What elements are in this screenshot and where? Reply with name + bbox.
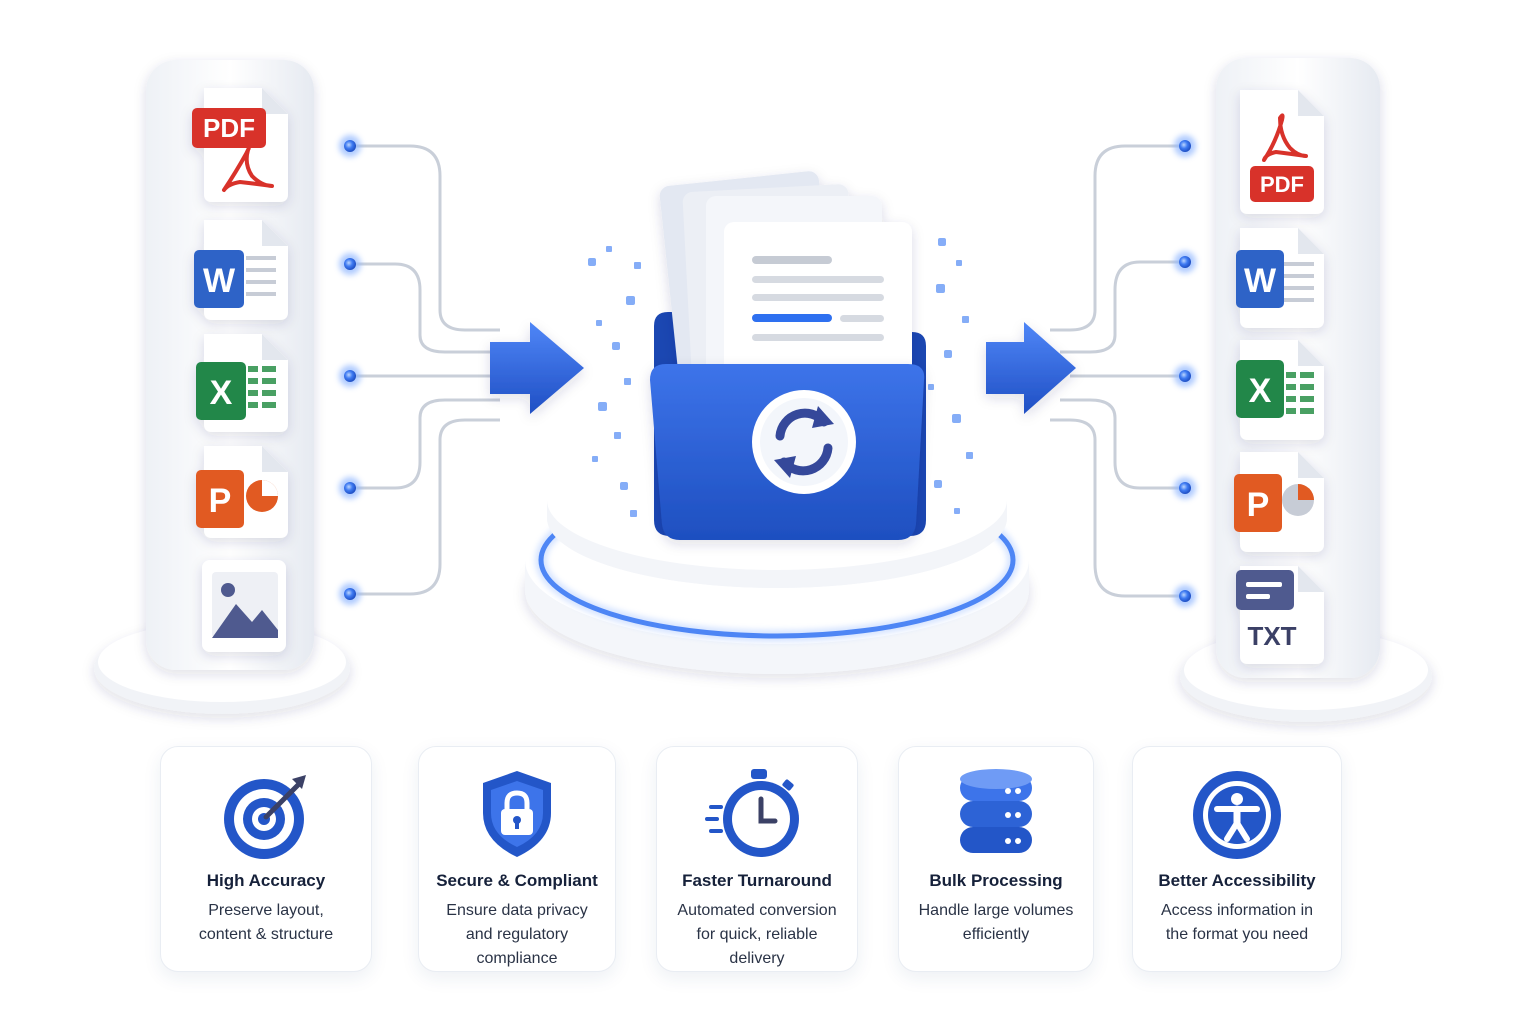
feature-description: Automated conversion for quick, reliable… (677, 902, 837, 967)
file-label: W (1244, 262, 1277, 300)
conversion-diagram: PDF W X P (94, 58, 1432, 722)
feature-description: Preserve layout, content & structure (198, 902, 334, 943)
file-label: PDF (1260, 172, 1304, 197)
file-label: X (210, 374, 233, 412)
connector-node (339, 477, 361, 499)
word-file-icon: W (1236, 228, 1324, 328)
word-file-icon: W (194, 220, 288, 320)
feature-card-high-accuracy: High Accuracy Preserve layout, content &… (160, 746, 372, 972)
file-label: TXT (1247, 621, 1296, 651)
file-label: X (1249, 372, 1272, 410)
sync-folder-icon (650, 171, 926, 540)
powerpoint-file-icon: P (196, 446, 288, 538)
database-icon (960, 769, 1032, 853)
file-label: W (203, 262, 236, 300)
input-format-list: PDF W X P (192, 88, 288, 652)
file-label: PDF (203, 113, 255, 143)
connector-node (339, 253, 361, 275)
connector-node (1174, 365, 1196, 387)
feature-description: Access information in the format you nee… (1160, 902, 1314, 943)
image-file-icon (202, 560, 286, 652)
output-arrow-icon (986, 322, 1076, 414)
feature-card-bulk-processing: Bulk Processing Handle large volumes eff… (898, 746, 1094, 972)
powerpoint-file-icon: P (1234, 452, 1324, 552)
feature-description: Ensure data privacy and regulatory compl… (446, 902, 588, 967)
excel-file-icon: X (1236, 340, 1324, 440)
connector-node (339, 583, 361, 605)
target-icon (224, 775, 306, 859)
feature-card-better-accessibility: Better Accessibility Access information … (1132, 746, 1342, 972)
feature-title: Faster Turnaround (682, 871, 832, 890)
accessibility-icon (1193, 771, 1281, 859)
pdf-file-icon: PDF (192, 88, 288, 202)
connector-nodes (339, 135, 1196, 607)
input-connectors (350, 144, 500, 596)
pdf-file-icon: PDF (1240, 90, 1324, 214)
connector-node (1174, 585, 1196, 607)
stopwatch-icon (705, 769, 799, 857)
connector-node (339, 365, 361, 387)
connector-node (1174, 135, 1196, 157)
connector-node (1174, 477, 1196, 499)
connector-node (1174, 251, 1196, 273)
feature-card-secure-compliant: Secure & Compliant Ensure data privacy a… (418, 746, 616, 972)
feature-description: Handle large volumes efficiently (918, 902, 1074, 943)
feature-title: Better Accessibility (1158, 871, 1316, 890)
output-format-list: PDF W X P (1234, 90, 1324, 664)
connector-node (339, 135, 361, 157)
file-label: P (1247, 486, 1270, 524)
feature-title: Bulk Processing (929, 871, 1063, 890)
output-connectors (1050, 144, 1185, 598)
file-label: P (209, 482, 232, 520)
shield-lock-icon (483, 771, 551, 857)
feature-title: High Accuracy (206, 871, 326, 890)
data-particles (588, 238, 973, 517)
feature-title: Secure & Compliant (436, 871, 598, 890)
txt-file-icon: TXT (1236, 566, 1324, 664)
input-arrow-icon (490, 322, 584, 414)
feature-card-faster-turnaround: Faster Turnaround Automated conversion f… (656, 746, 858, 972)
excel-file-icon: X (196, 334, 288, 432)
